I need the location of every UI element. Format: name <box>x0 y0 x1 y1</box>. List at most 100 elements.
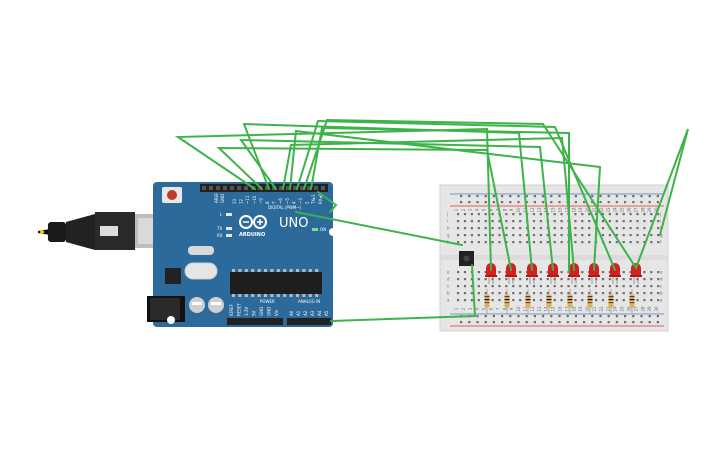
breadboard-column-label: 2 <box>461 307 466 310</box>
digital-pin-label: TX▸1 <box>311 194 316 205</box>
digital-pin-label: 2 <box>305 201 310 204</box>
resistor[interactable] <box>567 289 573 314</box>
gnd-label: GND <box>220 194 225 203</box>
breadboard-row-label: i <box>447 219 448 224</box>
breadboard-column-label: 7 <box>495 208 500 211</box>
breadboard-row-label: b <box>447 291 450 296</box>
breadboard-column-label: 6 <box>489 307 494 310</box>
resistor[interactable] <box>629 289 635 314</box>
analog-pin-label: A4 <box>317 310 322 316</box>
digital-header[interactable] <box>200 184 328 192</box>
breadboard-column-label: 27 <box>633 306 638 312</box>
breadboard-column-label: 9 <box>509 208 514 211</box>
wire[interactable] <box>296 119 616 271</box>
breadboard-column-label: 26 <box>627 306 632 312</box>
wire[interactable] <box>174 127 492 271</box>
pushbutton[interactable] <box>459 251 474 266</box>
analog-pin-label: A3 <box>310 310 315 316</box>
wire[interactable] <box>289 129 602 271</box>
breadboard-column-label: 21 <box>592 306 597 312</box>
breadboard-column-label: 6 <box>489 208 494 211</box>
breadboard-column-label: 11 <box>523 306 528 312</box>
breadboard-column-label: 10 <box>516 306 521 312</box>
breadboard-column-label: 8 <box>502 208 507 211</box>
resistor[interactable] <box>608 289 614 314</box>
led-on-indicator <box>312 228 318 231</box>
resistor[interactable] <box>525 289 531 314</box>
breadboard-row-label: g <box>660 233 663 238</box>
resistor[interactable] <box>484 289 490 314</box>
wire[interactable] <box>216 146 512 271</box>
digital-pin-label: 7 <box>272 201 277 204</box>
breadboard-row-label: c <box>660 284 662 289</box>
power-pin-label: 5V <box>252 310 257 316</box>
breadboard-row-label: d <box>447 277 450 282</box>
digital-pin-label: 8 <box>265 201 270 204</box>
breadboard-row-label: e <box>660 270 663 275</box>
power-pin-label: GND <box>259 307 264 316</box>
breadboard-column-label: 15 <box>551 207 556 213</box>
breadboard-column-label: 4 <box>475 307 480 310</box>
led-rx-label: RX <box>217 233 223 238</box>
breadboard-column-label: 27 <box>633 207 638 213</box>
breadboard-row-label: a <box>447 298 450 303</box>
digital-pin-label: ~11 <box>245 195 250 204</box>
wire[interactable] <box>295 211 463 246</box>
breadboard-column-label: 18 <box>571 306 576 312</box>
breadboard-column-label: 22 <box>599 207 604 213</box>
breadboard-column-label: 15 <box>551 306 556 312</box>
analog-header[interactable] <box>287 318 331 325</box>
led-tx-label: TX <box>216 226 222 231</box>
breadboard-column-label: 28 <box>640 207 645 213</box>
power-header[interactable] <box>227 318 283 325</box>
led-rx-indicator <box>226 234 232 237</box>
arduino-logo-icon <box>239 215 267 229</box>
breadboard-column-label: 5 <box>482 208 487 211</box>
breadboard-row-label: f <box>660 240 662 245</box>
voltage-regulator <box>165 268 181 284</box>
breadboard-row-label: h <box>447 226 450 231</box>
breadboard-row-label: g <box>447 233 450 238</box>
reset-button[interactable] <box>162 187 182 203</box>
led-l-label: L <box>220 212 223 217</box>
power-pin-label: Vin <box>274 309 279 316</box>
wire[interactable] <box>310 126 570 273</box>
breadboard-column-label: 1 <box>454 307 459 310</box>
breadboard-column-label: 30 <box>654 306 659 312</box>
resistor[interactable] <box>504 289 510 314</box>
wire[interactable] <box>303 118 689 271</box>
breadboard-column-label: 23 <box>606 306 611 312</box>
breadboard-column-label: 30 <box>654 207 659 213</box>
digital-pin-label: ~9 <box>258 198 263 204</box>
breadboard-column-label: 26 <box>627 207 632 213</box>
breadboard-column-label: 24 <box>613 207 618 213</box>
breadboard-column-label: 17 <box>564 306 569 312</box>
digital-pin-label: RX◂0 <box>318 193 323 204</box>
wire[interactable] <box>317 191 338 213</box>
breadboard-column-label: 28 <box>640 306 645 312</box>
breadboard-column-label: 12 <box>530 207 535 213</box>
breadboard-column-label: 29 <box>647 306 652 312</box>
led-on-label: ON <box>320 227 326 232</box>
breadboard-column-label: 10 <box>516 207 521 213</box>
analog-pin-label: A1 <box>296 310 301 316</box>
breadboard-column-label: 24 <box>613 306 618 312</box>
wire[interactable] <box>330 264 477 322</box>
breadboard-column-label: 29 <box>647 207 652 213</box>
breadboard-column-label: 23 <box>606 207 611 213</box>
breadboard-column-label: 19 <box>578 306 583 312</box>
wire[interactable] <box>239 138 554 271</box>
breadboard-column-label: 22 <box>599 306 604 312</box>
breadboard-column-label: 5 <box>482 307 487 310</box>
breadboard-column-label: 8 <box>502 307 507 310</box>
digital-pin-label: ~3 <box>298 198 303 204</box>
resistor[interactable] <box>587 289 593 314</box>
resistor[interactable] <box>546 289 552 314</box>
breadboard-row-label: d <box>660 277 663 282</box>
aref-label: AREF <box>214 192 219 203</box>
capacitor-left <box>189 297 205 313</box>
breadboard-column-label: 7 <box>495 307 500 310</box>
breadboard-column-label: 13 <box>537 306 542 312</box>
